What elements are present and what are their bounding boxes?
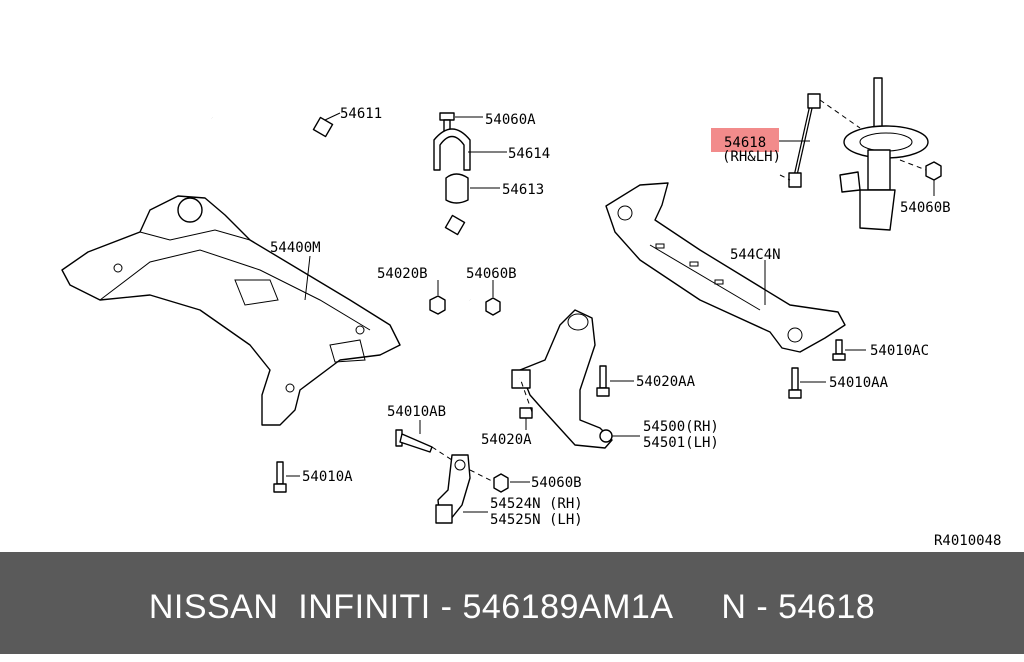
parts-diagram: 54611 54060A 54614 54613 54618 (RH&LH) 5… [61, 77, 1001, 549]
lower-arm-icon [511, 309, 613, 449]
label-54501[interactable]: 54501(LH) [643, 435, 719, 451]
label-54020B[interactable]: 54020B [377, 266, 428, 282]
label-544C4N[interactable]: 544C4N [730, 247, 781, 263]
bolt-icon [395, 429, 433, 453]
label-54020A[interactable]: 54020A [481, 432, 532, 448]
stabilizer-link-icon [788, 93, 821, 188]
clamp-icon [433, 128, 471, 171]
label-54618[interactable]: 54618 [724, 135, 766, 151]
bolt-icon [273, 461, 287, 493]
diagram-canvas: 54611 54060A 54614 54613 54618 (RH&LH) 5… [61, 77, 1001, 549]
bushing-icon [445, 173, 469, 204]
part-labels: 54611 54060A 54614 54613 54618 (RH&LH) 5… [270, 106, 1001, 549]
footer-part-number: NISSAN INFINITI - 546189AM1A N - 54618 [148, 588, 876, 626]
label-54010AB[interactable]: 54010AB [387, 404, 446, 420]
label-54611[interactable]: 54611 [340, 106, 382, 122]
bolt-icon [596, 365, 610, 397]
label-54613[interactable]: 54613 [502, 182, 544, 198]
label-54010A[interactable]: 54010A [302, 469, 353, 485]
label-54060A[interactable]: 54060A [485, 112, 536, 128]
bolt-icon [788, 367, 802, 399]
footer-banner: NISSAN INFINITI - 546189AM1A N - 54618 [0, 552, 1024, 654]
label-54614[interactable]: 54614 [508, 146, 550, 162]
stabilizer-bar-icon [207, 100, 479, 304]
nut-icon [485, 297, 501, 316]
label-54020AA[interactable]: 54020AA [636, 374, 696, 390]
nut-icon [429, 295, 446, 315]
label-54060B-bar[interactable]: 54060B [466, 266, 517, 282]
bracket-icon [435, 454, 471, 524]
label-54010AA[interactable]: 54010AA [829, 375, 889, 391]
label-54010AC[interactable]: 54010AC [870, 343, 929, 359]
label-54525N[interactable]: 54525N (LH) [490, 512, 583, 528]
leader-lines [286, 99, 935, 513]
nut-icon [493, 473, 509, 493]
label-54400M[interactable]: 54400M [270, 240, 321, 256]
strut-icon [839, 77, 942, 231]
ref-code: R4010048 [934, 533, 1001, 549]
member-icon [605, 182, 846, 353]
label-54618-sub: (RH&LH) [722, 149, 781, 165]
label-54060B-strut[interactable]: 54060B [900, 200, 951, 216]
nut-icon [519, 407, 533, 419]
label-54500[interactable]: 54500(RH) [643, 419, 719, 435]
label-54060B-low[interactable]: 54060B [531, 475, 582, 491]
label-54524N[interactable]: 54524N (RH) [490, 496, 583, 512]
bolt-icon [832, 339, 846, 361]
subframe-icon [61, 195, 401, 426]
highlight-box [711, 128, 779, 152]
